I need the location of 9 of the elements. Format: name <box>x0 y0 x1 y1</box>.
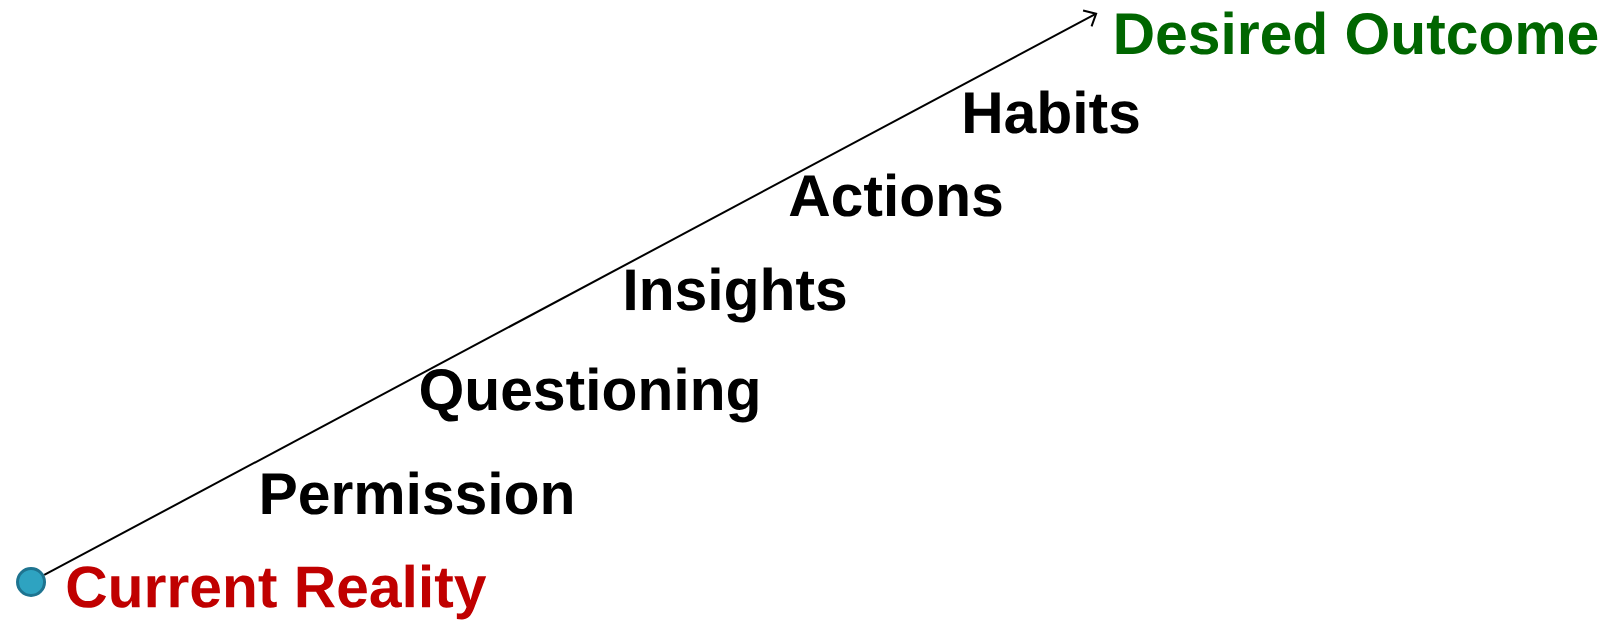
step-label: Insights <box>626 267 846 323</box>
start-label: Current Reality <box>67 564 487 620</box>
step-label: Actions <box>789 173 1002 217</box>
step-label: Habits <box>965 90 1139 134</box>
outcome-label: Desired Outcome <box>1116 11 1598 55</box>
step-label: Permission <box>262 471 572 515</box>
step-label: Questioning <box>421 367 758 423</box>
start-dot <box>16 567 46 597</box>
arrow <box>43 9 1098 576</box>
